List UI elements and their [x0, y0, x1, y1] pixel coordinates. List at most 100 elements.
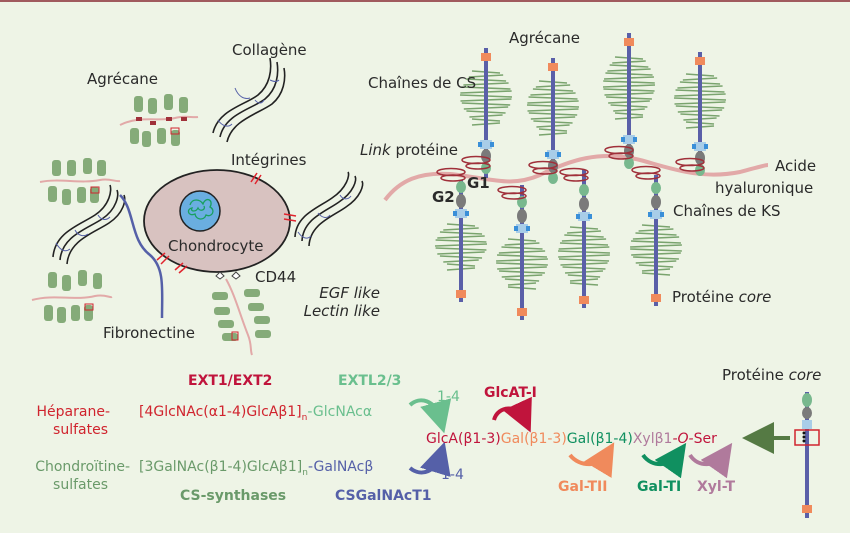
ks-domain [547, 150, 559, 159]
label-chondroitine-2: sulfates [53, 477, 108, 493]
link-protein [440, 174, 466, 182]
ks-chain [453, 211, 457, 216]
linker-gal1: Gal(β1-4) [567, 431, 633, 447]
mini-aggrecan-left [39, 158, 121, 205]
g2-domain [517, 209, 527, 223]
label-acide: Acide [775, 157, 816, 175]
core-protein [551, 58, 555, 176]
g2-domain [695, 151, 705, 165]
ks-chain [514, 226, 518, 231]
c-terminal-domain [579, 296, 589, 304]
ks-domain [578, 212, 590, 221]
label-heparane-1: Héparane- [37, 404, 110, 420]
g2-domain [456, 194, 466, 208]
right-panel: Agrécane Chaînes de CS Link protéine G1 … [304, 29, 816, 320]
ks-chain [692, 144, 696, 149]
cs-repeat: [3GalNAc(β1-4)GlcAβ1] [139, 459, 302, 475]
label-fibronectine: Fibronectine [103, 324, 195, 342]
hs-subscript: n [302, 413, 308, 423]
g1-domain [579, 184, 589, 196]
glcat-arrow [492, 396, 532, 433]
ks-chain [465, 211, 469, 216]
cs-tail: -GalNAcβ [308, 459, 373, 475]
link-protein [679, 164, 705, 172]
aggrecan-molecule [459, 48, 513, 178]
label-g2: G2 [432, 188, 455, 206]
aggrecan-molecule [558, 167, 610, 308]
core-protein-small [794, 392, 820, 518]
integrin-marks [156, 172, 297, 274]
gal-ti-arrow [641, 442, 687, 479]
core-protein [654, 175, 658, 306]
hyaluronic-acid [383, 153, 769, 202]
aggrecan-molecules-up [459, 33, 727, 184]
g1-domain [548, 172, 558, 184]
link-protein [532, 167, 558, 175]
ks-chain [633, 137, 637, 142]
hs-repeat-formula: [4GlcNAc(α1-4)GlcAβ1]n-GlcNAcα [139, 404, 372, 423]
ks-chain [557, 152, 561, 157]
fibronectin-fiber [119, 194, 164, 319]
core-protein [698, 52, 702, 172]
c-terminal-domain [624, 38, 634, 46]
label-lectin-like: Lectin like [304, 302, 380, 320]
linker-gal2: Gal(β1-3) [501, 431, 567, 447]
cs-subscript: n [302, 468, 308, 478]
hs-repeat: [4GlcNAc(α1-4)GlcAβ1] [139, 404, 302, 420]
aggrecan-molecule [526, 58, 580, 184]
aggrecan-molecule [673, 52, 727, 176]
g2-domain [651, 195, 661, 209]
ks-chain [545, 152, 549, 157]
ks-chain [490, 142, 494, 147]
ks-domain [480, 140, 492, 149]
left-panel: Collagène Agrécane Intégrines Chondrocyt… [31, 41, 364, 356]
mini-aggrecan-cd44 [212, 278, 271, 356]
linker-o: -O- [672, 431, 693, 447]
aggrecan-molecule [496, 185, 548, 320]
label-link-proteine: Link protéine [360, 141, 458, 159]
ks-chain [621, 137, 625, 142]
chondrocyte-cell [143, 169, 297, 280]
ks-chain [478, 142, 482, 147]
core-protein [459, 180, 463, 302]
linker-xyl: Xylβ1 [633, 431, 673, 447]
c-terminal-domain [548, 63, 558, 71]
aggrecan-molecule [434, 167, 488, 302]
label-agrecane-right: Agrécane [509, 29, 580, 47]
label-link-italic: Link [360, 141, 392, 159]
label-cd44: CD44 [255, 268, 296, 286]
label-proteine-core: Protéine core [672, 288, 771, 306]
enzyme-ext1-ext2: EXT1/EXT2 [188, 373, 272, 389]
collagen-fiber-top [212, 57, 286, 143]
aggrecan-molecule [602, 33, 656, 169]
core-protein [582, 170, 586, 308]
g1-domain [624, 157, 634, 169]
gal-tii-arrow [568, 442, 615, 478]
enzyme-gal-ti: Gal-TI [637, 479, 681, 495]
ks-chain [704, 144, 708, 149]
label-chaines-ks: Chaînes de KS [673, 202, 781, 220]
core-protein [484, 48, 488, 178]
g2-domain [481, 149, 491, 163]
hs-tail: -GlcNAcα [307, 404, 372, 420]
ks-chain [660, 212, 664, 217]
ks-chain [576, 214, 580, 219]
core-protein [520, 185, 524, 320]
csgalnact1-arrow [408, 441, 451, 478]
top-border [0, 0, 850, 2]
enzyme-extl2-3: EXTL2/3 [338, 373, 401, 389]
mini-aggrecan-top [119, 94, 199, 147]
c-terminal-domain [517, 308, 527, 316]
c-terminal-domain [481, 53, 491, 61]
label-proteine-core-bottom: Protéine core [722, 366, 821, 384]
label-proteine-bottom: Protéine [722, 366, 789, 384]
enzyme-gal-tii: Gal-TII [558, 479, 607, 495]
label-core-italic: core [739, 288, 772, 306]
ks-chain [648, 212, 652, 217]
linker-ser: Ser [694, 431, 718, 447]
ks-domain [694, 142, 706, 151]
label-g1: G1 [467, 174, 490, 192]
extl-arrow [408, 398, 452, 434]
ks-domain [650, 210, 662, 219]
link-protein [608, 152, 634, 160]
